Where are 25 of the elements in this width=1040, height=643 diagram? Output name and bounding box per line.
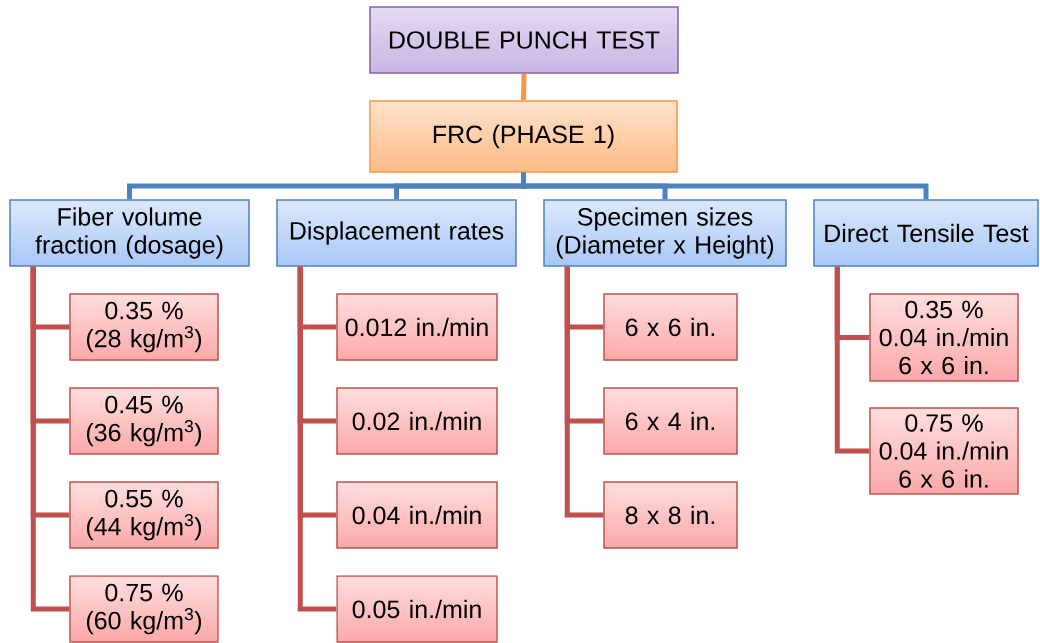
connector-line <box>521 73 527 101</box>
title-box: DOUBLE PUNCH TEST <box>369 6 679 74</box>
category-box: Displacement rates <box>276 199 517 267</box>
value-box: 0.02 in./min <box>336 387 498 455</box>
value-box: 0.75 % 0.04 in./min 6 x 6 in. <box>869 407 1019 495</box>
value-box: 0.75 % (60 kg/m$^{3}$) <box>69 575 219 643</box>
connector-line <box>834 266 870 454</box>
phase-box: FRC (PHASE 1) <box>369 100 678 173</box>
value-box: 6 x 6 in. <box>603 293 738 361</box>
value-box: 6 x 4 in. <box>603 387 738 455</box>
connector-line <box>297 266 337 612</box>
value-box: 0.05 in./min <box>336 575 498 643</box>
connector-line <box>30 266 70 612</box>
connector-line <box>521 172 929 200</box>
connector-line <box>564 266 604 518</box>
value-box: 0.012 in./min <box>336 293 498 361</box>
value-box: 0.04 in./min <box>336 481 498 549</box>
value-box: 0.35 % (28 kg/m$^{3}$) <box>69 293 219 361</box>
value-box: 8 x 8 in. <box>603 481 738 549</box>
category-box: Specimen sizes (Diameter x Height) <box>543 199 787 267</box>
value-box: 0.55 % (44 kg/m$^{3}$) <box>69 481 219 549</box>
category-box: Fiber volume fraction (dosage) <box>9 199 250 267</box>
value-box: 0.35 % 0.04 in./min 6 x 6 in. <box>869 293 1019 382</box>
value-box: 0.45 % (36 kg/m$^{3}$) <box>69 387 219 455</box>
category-box: Direct Tensile Test <box>813 199 1039 267</box>
